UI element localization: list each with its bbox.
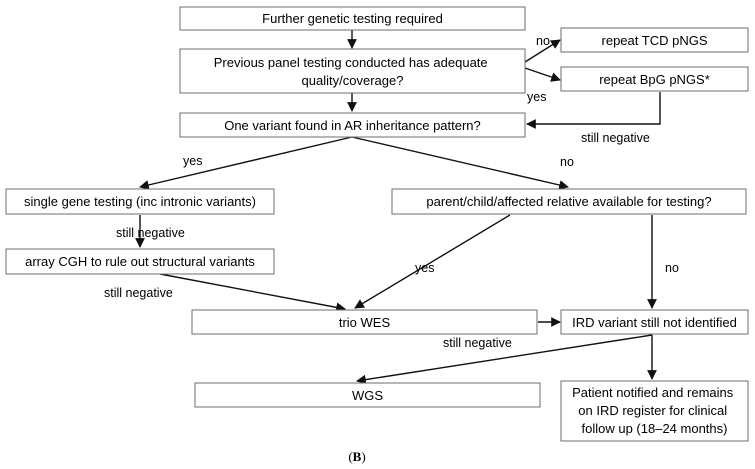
node-one-variant-text: One variant found in AR inheritance patt… [224,118,481,133]
edge-ird-to-wgs [356,334,653,385]
node-trio-wes: trio WES [191,309,538,335]
node-repeat-tcd: repeat TCD pNGS [560,27,749,53]
edges [135,30,661,385]
edge-one-variant-to-relative [351,136,569,190]
node-repeat-bpg-text: repeat BpG pNGS* [599,72,710,87]
node-relative-available-text: parent/child/affected relative available… [426,194,711,209]
node-panel-quality-text: Previous panel testing conducted has ade… [214,55,492,88]
node-single-gene: single gene testing (inc intronic varian… [5,188,275,215]
edge-relative-to-trio [354,214,511,309]
node-trio-wes-text: trio WES [339,315,391,330]
node-panel-quality: Previous panel testing conducted has ade… [179,48,526,94]
label-no-tcd: no [536,34,550,48]
node-patient-notified-text: Patient notified and remains on IRD regi… [572,385,737,436]
label-ird-still-negative: still negative [443,336,512,350]
node-ird-not-identified-text: IRD variant still not identified [572,315,737,330]
node-single-gene-text: single gene testing (inc intronic varian… [24,194,256,209]
node-further-testing: Further genetic testing required [179,6,526,31]
edge-one-variant-to-single-gene [139,136,353,190]
label-yes-bpg: yes [527,90,546,104]
label-bpg-still-negative: still negative [581,131,650,145]
node-wgs: WGS [194,382,541,408]
node-wgs-text: WGS [352,388,383,403]
node-relative-available: parent/child/affected relative available… [391,188,747,215]
figure-caption: (B) [348,449,365,464]
edge-panel-to-bpg [524,67,561,82]
node-repeat-bpg: repeat BpG pNGS* [560,66,749,92]
edge-labels: no yes still negative yes no still negat… [104,34,679,350]
node-further-testing-text: Further genetic testing required [262,11,443,26]
node-array-cgh-text: array CGH to rule out structural variant… [25,254,255,269]
edge-array-to-trio [159,273,346,313]
label-single-still-negative: still negative [116,226,185,240]
edge-panel-to-tcd [524,39,561,63]
label-no-relative-ird: no [665,261,679,275]
node-array-cgh: array CGH to rule out structural variant… [5,248,275,275]
label-array-still-negative: still negative [104,286,173,300]
node-repeat-tcd-text: repeat TCD pNGS [602,33,708,48]
edge-bpg-to-one-variant [526,92,661,129]
label-no-relative: no [560,155,574,169]
node-one-variant: One variant found in AR inheritance patt… [179,112,526,138]
node-patient-notified: Patient notified and remains on IRD regi… [560,380,749,442]
label-yes-single-gene: yes [183,154,202,168]
node-ird-not-identified: IRD variant still not identified [560,309,749,335]
label-yes-relative-trio: yes [415,261,434,275]
